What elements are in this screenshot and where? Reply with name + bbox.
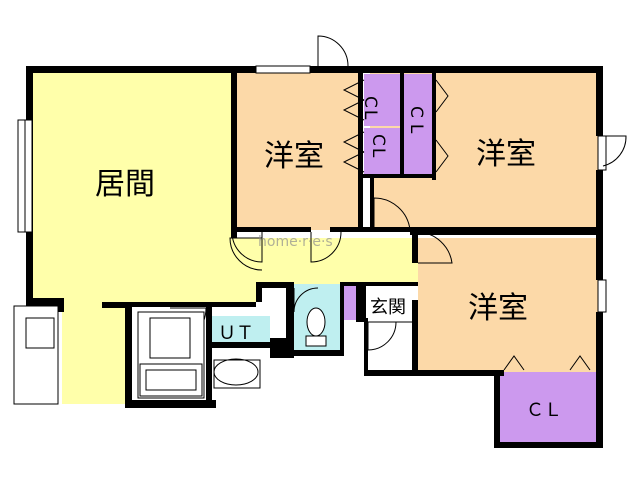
entrance-floor [368,284,416,374]
closet-bottom-label: ＣＬ [526,400,562,421]
living-room-label: 居間 [95,167,155,202]
doors [169,35,627,371]
utility-floor [212,316,270,346]
living-room-floor [32,72,262,404]
entrance-closet-floor [342,284,356,320]
kitchen-sink [25,317,55,349]
washbasin [213,358,259,386]
closet-lower-floor [364,128,400,174]
bathtub [139,363,203,397]
western-room-bottom-right-floor [418,238,598,372]
western-room-top-center-label: 洋室 [264,139,324,174]
closet-upper-label: CL [360,96,380,121]
toilet [306,307,326,337]
closet-tall-label: CL [406,106,426,139]
western-room-top-right-label: 洋室 [476,137,536,172]
right-window-lower [597,279,607,313]
utility-label: ＵＴ [218,323,254,344]
closet-bottom-floor [500,372,598,444]
closet-upper-floor [364,74,400,126]
closet-lower-label: CL [368,134,388,159]
western-room-bottom-right-label: 洋室 [468,291,528,326]
watermark: home·r·e·s [258,234,333,250]
entrance-label: 玄関 [370,297,406,318]
right-window-upper [597,135,607,171]
top-window [255,65,311,74]
western-room-top-center-floor [236,72,362,230]
closet-tall-floor [402,74,432,174]
walls [26,66,603,448]
hallway-floor [262,238,418,284]
